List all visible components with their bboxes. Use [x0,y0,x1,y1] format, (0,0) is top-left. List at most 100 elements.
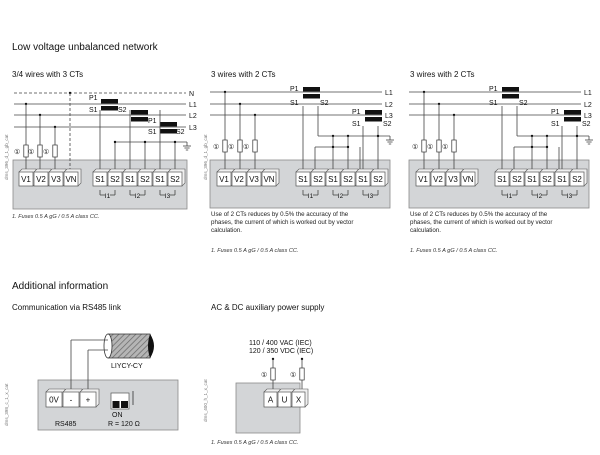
current-terminal-label: S2 [373,175,383,184]
voltage-terminal [430,171,446,187]
dip-on-label: ON [112,412,123,419]
line-label-L1: L1 [189,102,197,109]
fuse-marker: ① [427,143,433,151]
current-group-label: I1 [308,193,314,200]
line-label-L1: L1 [385,90,393,97]
current-group-label: I2 [135,193,141,200]
voltage-terminal [63,171,79,187]
ct-label-p1: P1 [290,86,299,93]
aux-terminal [263,391,278,408]
voltage-terminal-label: V3 [249,175,259,184]
current-terminal [152,171,168,187]
fuse-marker: ① [43,148,49,156]
fuse-icon [436,139,442,153]
current-terminal-label: S1 [497,175,507,184]
rs485-terminal [62,391,80,408]
voltage-terminal [445,171,461,187]
current-group-label: I3 [368,193,374,200]
voltage-terminal-label: V2 [234,175,244,184]
ct-label-s2: S2 [383,121,392,128]
line-label-L2: L2 [189,113,197,120]
junction-dot [173,140,177,144]
current-terminal [107,171,123,187]
current-group-label: I1 [105,193,111,200]
section-title-network: Low voltage unbalanced network [12,42,158,53]
supply-dc-label: 120 / 350 VDC (IEC) [249,348,313,355]
ct-3-core [564,117,581,122]
current-terminal [122,171,138,187]
current-group-label: I1 [507,193,513,200]
current-terminal [509,171,525,187]
ct-label-s2: S2 [582,121,591,128]
ct-label-s2: S2 [118,107,127,114]
fuse-icon [299,367,305,381]
ct-label-p1: P1 [489,86,498,93]
current-terminal [524,171,540,187]
ct-label-s2: S2 [519,100,528,107]
aux-terminal-label: X [296,396,302,405]
junction-dot [331,145,335,149]
current-terminal [355,171,371,187]
fuse-icon [252,139,258,153]
voltage-terminal-label: VN [65,175,76,184]
current-terminal-label: S2 [140,175,150,184]
current-group-label: I3 [567,193,573,200]
ct-1-core [303,94,320,99]
rs485-label: RS485 [55,421,77,428]
note-d2-line: phases, the current of which is worked o… [211,219,354,226]
current-terminal-label: S1 [298,175,308,184]
junction-dot [113,140,117,144]
line-label-N: N [189,91,194,98]
current-terminal [310,171,326,187]
subtitle-3ct: 3/4 wires with 3 CTs [12,70,84,79]
ct-label-p1: P1 [352,109,361,116]
ct-label-s1: S1 [489,100,498,107]
voltage-terminal [246,171,262,187]
current-group-label: I2 [537,193,543,200]
subtitle-2ct-b: 3 wires with 2 CTs [410,70,475,79]
current-terminal [340,171,356,187]
aux-terminal-label: A [268,396,274,405]
ct-label-s1: S1 [290,100,299,107]
current-terminal [554,171,570,187]
ct-3-core [160,129,177,134]
cable-cut-icon [148,334,154,358]
ct-1-core [502,94,519,99]
junction-dot [143,140,147,144]
current-terminal-label: S1 [358,175,368,184]
voltage-terminal [460,171,476,187]
current-terminal [569,171,585,187]
ct-1-core [303,87,320,92]
ct-3-core [365,117,382,122]
current-group-label: I2 [338,193,344,200]
ct-1-core [101,99,118,104]
current-terminal-label: S2 [542,175,552,184]
voltage-terminal-label: V3 [448,175,458,184]
fuse-icon [37,144,43,158]
note-d3-line: calculation. [410,227,441,234]
current-terminal-label: S1 [557,175,567,184]
current-terminal-label: S1 [125,175,135,184]
ct-1-core [101,106,118,111]
line-label-L3: L3 [584,113,592,120]
voltage-terminal-label: V1 [418,175,428,184]
fuse-marker: ① [14,148,20,156]
dip-switch-lever [112,401,120,408]
current-terminal [494,171,510,187]
footnote-aux: 1. Fuses 0.5 A gG / 0.5 A class CC. [211,440,299,446]
junction-dot [346,145,350,149]
section-title-additional: Additional information [12,281,109,292]
junction-dot [575,134,579,138]
ct-label-s1: S1 [148,129,157,136]
current-terminal [325,171,341,187]
line-label-L1: L1 [584,90,592,97]
footnote-d2: 1. Fuses 0.5 A gG / 0.5 A class CC. [211,248,299,254]
ct-2-core [131,110,148,115]
dip-switch-lever [121,401,128,408]
current-terminal-label: S1 [527,175,537,184]
fuse-marker: ① [442,143,448,151]
subtitle-aux: AC & DC auxiliary power supply [211,303,325,312]
fuse-icon [23,144,29,158]
current-terminal [539,171,555,187]
current-terminal [167,171,183,187]
